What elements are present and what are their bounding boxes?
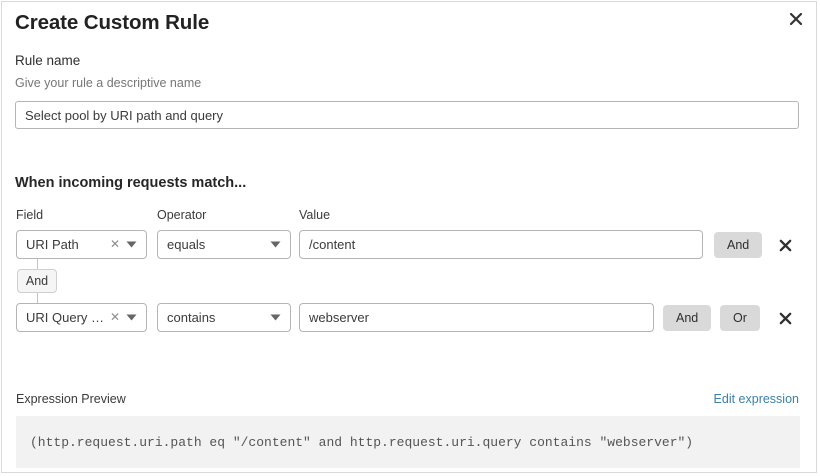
condition-row: URI Query St... ✕ contains And Or — [2, 303, 818, 333]
conditions-heading: When incoming requests match... — [15, 175, 247, 191]
expression-preview-code: (http.request.uri.path eq "/content" and… — [16, 416, 800, 468]
and-button-1[interactable]: And — [714, 232, 763, 258]
chevron-down-icon[interactable] — [126, 314, 146, 321]
chevron-down-icon[interactable] — [126, 241, 146, 248]
operator-select-value-1: equals — [167, 237, 206, 252]
operator-select-value-2: contains — [167, 310, 216, 325]
field-select-value-2: URI Query St... — [26, 310, 108, 325]
value-input-2[interactable] — [299, 303, 654, 332]
field-select-1[interactable]: URI Path ✕ — [16, 230, 147, 259]
clear-icon[interactable]: ✕ — [109, 237, 120, 251]
connector-and-chip[interactable]: And — [17, 269, 57, 293]
column-header-field: Field — [16, 208, 44, 222]
condition-connector: And — [2, 259, 122, 305]
or-button-2[interactable]: Or — [720, 305, 760, 331]
value-input-1[interactable] — [299, 230, 703, 259]
operator-select-2[interactable]: contains — [157, 303, 291, 332]
rule-name-label: Rule name — [15, 53, 81, 68]
clear-icon[interactable]: ✕ — [109, 310, 120, 324]
column-header-operator: Operator — [157, 208, 207, 222]
delete-condition-icon-1[interactable] — [775, 235, 795, 255]
column-header-value: Value — [299, 208, 331, 222]
connector-line-top — [37, 259, 38, 269]
operator-select-1[interactable]: equals — [157, 230, 291, 259]
edit-expression-link[interactable]: Edit expression — [713, 392, 799, 406]
close-icon[interactable] — [785, 8, 807, 30]
rule-name-helper-text: Give your rule a descriptive name — [15, 76, 202, 90]
rule-name-input[interactable] — [15, 101, 799, 129]
connector-line-bottom — [37, 293, 38, 303]
delete-condition-icon-2[interactable] — [775, 308, 795, 328]
chevron-down-icon[interactable] — [270, 314, 290, 321]
chevron-down-icon[interactable] — [270, 241, 290, 248]
page-title: Create Custom Rule — [15, 11, 210, 34]
field-select-value-1: URI Path — [26, 237, 79, 252]
and-button-2[interactable]: And — [663, 305, 712, 331]
expression-preview-label: Expression Preview — [16, 392, 126, 406]
condition-row: URI Path ✕ equals And — [2, 230, 818, 260]
field-select-2[interactable]: URI Query St... ✕ — [16, 303, 147, 332]
